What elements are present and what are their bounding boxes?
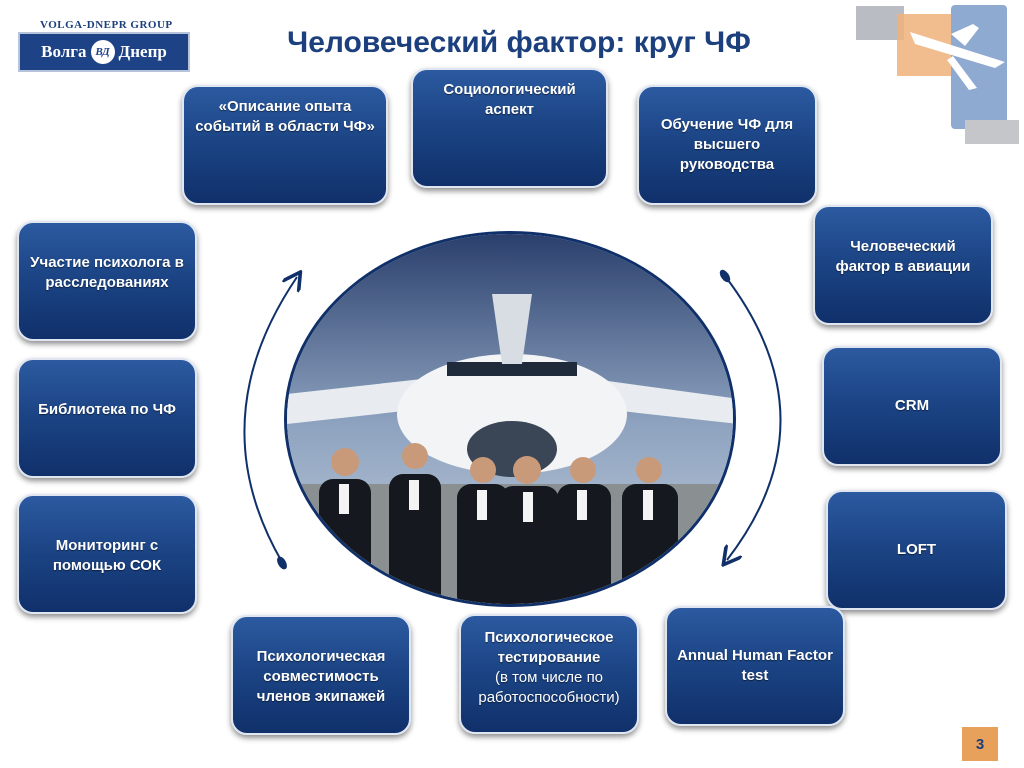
logo-emblem-icon: ВД <box>90 40 115 64</box>
crew-airplane-photo <box>284 231 736 607</box>
box-management-training: Обучение ЧФ для высшего руководства <box>637 85 817 205</box>
box-monitoring: Мониторинг с помощью СОК <box>17 494 197 614</box>
slide-title: Человеческий фактор: круг ЧФ <box>287 26 751 59</box>
box-sociology: Социологический аспект <box>411 68 608 188</box>
left-arc-arrow <box>243 277 297 563</box>
box-crew-compatibility: Психологическая совместимость членов эки… <box>231 615 411 735</box>
box-library: Библиотека по ЧФ <box>17 358 197 478</box>
box-experience-description: «Описание опыта событий в области ЧФ» <box>182 85 388 205</box>
logo-text-left: Волга <box>41 42 87 61</box>
group-label: VOLGA-DNEPR GROUP <box>40 19 173 31</box>
box-annual-test: Annual Human Factor test <box>665 606 845 726</box>
airplane-decoration-icon <box>856 5 1019 144</box>
page-number: 3 <box>962 727 998 761</box>
box-psychological-testing: Психологическое тестирование (в том числ… <box>459 614 639 734</box>
right-arc-arrow <box>725 275 782 560</box>
company-logo: Волга ВД Днепр <box>18 32 190 72</box>
logo-text-right: Днепр <box>118 42 167 61</box>
box-psychologist-investigations: Участие психолога в расследованиях <box>17 221 197 341</box>
testing-note: (в том числе по работоспособности) <box>478 669 620 706</box>
box-loft: LOFT <box>826 490 1007 610</box>
box-crm: CRM <box>822 346 1002 466</box>
box-human-factor-aviation: Человеческий фактор в авиации <box>813 205 993 325</box>
